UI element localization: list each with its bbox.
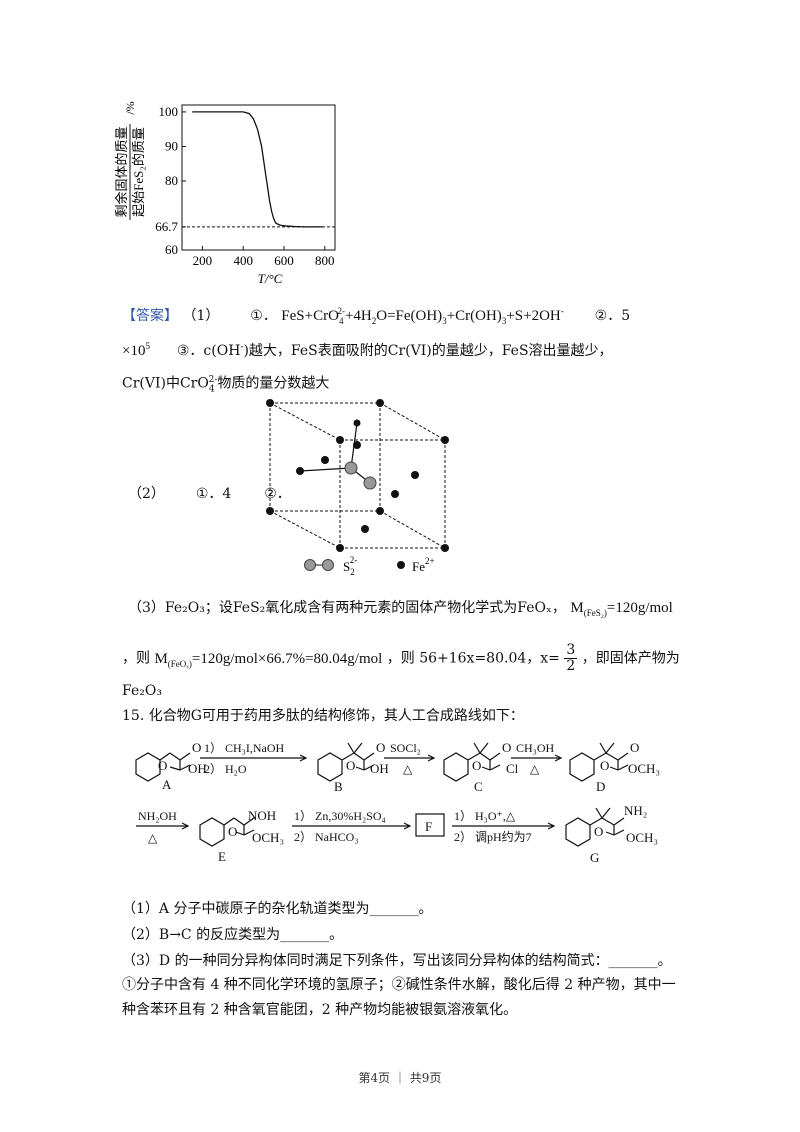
svg-text:O: O [228,824,237,839]
svg-text:△: △ [530,762,540,776]
question-15-part2: （2）B→C 的反应类型为_______。 [122,927,344,943]
svg-text:G: G [590,850,599,865]
svg-text:E: E [218,849,226,864]
chart-frame [181,104,336,251]
svg-text:OCH₃: OCH₃ [628,761,660,776]
question-15-part3-condition-1: ①分子中含有 4 种不同化学环境的氢原子；②碱性条件水解，酸化后得 2 种产物，… [122,977,676,993]
svg-text:B: B [334,779,343,794]
mass-loss-chart: 100 90 80 66.7 60 200 400 600 800 剩余固体的质量 起始FeS₂… [114,101,336,286]
svg-text:O: O [594,824,603,839]
svg-text:O: O [158,758,167,773]
svg-text:O: O [376,740,385,755]
svg-text:SOCl₂: SOCl₂ [390,741,421,755]
answer-part3-line1: （3）Fe₂O₃；设FeS₂氧化成含有两种元素的固体产物化学式为FeOₓ， M(… [128,600,673,618]
svg-text:O: O [346,758,355,773]
svg-text:NH₂OH: NH₂OH [138,809,177,823]
svg-text:O: O [630,740,639,755]
y-tick-label-2: 80 [165,173,178,188]
x-tick-label-0: 200 [193,253,213,268]
svg-text:2） H₂O: 2） H₂O [204,762,247,776]
svg-text:1） Zn,30%H₂SO₄: 1） Zn,30%H₂SO₄ [294,809,386,823]
svg-text:CH₃OH: CH₃OH [516,741,555,755]
svg-text:Cl: Cl [506,761,519,776]
synthesis-route: O O OH A 1） CH₃I,NaOH 2） H₂O O O OH B SO… [135,740,660,865]
answer-tag: 【答案】 [122,308,178,324]
svg-text:1） CH₃I,NaOH: 1） CH₃I,NaOH [204,741,285,755]
question-15-intro: 15. 化合物G可用于药用多肽的结构修饰，其人工合成路线如下： [122,708,524,724]
y-tick-label-4: 60 [165,242,178,257]
svg-text:△: △ [403,762,413,776]
y-tick-label-1: 90 [165,138,178,153]
chart-xlabel: T/°C [258,271,283,286]
svg-text:△: △ [148,831,158,845]
svg-text:OCH₃: OCH₃ [626,830,658,845]
question-15-part3: （3）D 的一种同分异构体同时满足下列条件，写出该同分异构体的结构简式：____… [122,953,672,969]
x-tick-label-1: 400 [233,253,253,268]
x-tick-label-3: 800 [315,253,335,268]
answer-part3-line3: Fe₂O₃ [122,683,162,699]
answer-part1-ii: ②．5 [594,308,631,324]
y-tick-label-0: 100 [159,104,179,119]
answer-line-1: 【答案】 （1） ①． FeS+CrO42-+4H2O=Fe(OH)3+Cr(O… [122,301,630,331]
svg-text:C: C [474,779,483,794]
svg-text:D: D [596,779,605,794]
svg-text:NH₂: NH₂ [624,803,647,818]
svg-text:NOH: NOH [248,808,276,823]
svg-text:OH: OH [188,761,207,776]
crystal-unit-cell: S22- Fe2+ [266,399,449,577]
chart-ylabel-num: 剩余固体的质量 [114,126,129,217]
x-tick-label-2: 600 [274,253,294,268]
answer-part1-ii-exp: ×105 [122,341,150,359]
svg-text:OH: OH [370,761,389,776]
legend-s2: S22- [343,555,357,577]
chart-ylabel: 剩余固体的质量 起始FeS₂的质量 /% [114,101,146,220]
answer-part3-line2: ，则 M(FeOₓ)=120g/mol×66.7%=80.04g/mol ，则 … [122,642,680,674]
svg-text:O: O [600,758,609,773]
svg-text:A: A [162,777,172,792]
question-15-part1: （1）A 分子中碳原子的杂化轨道类型为_______。 [122,901,433,917]
svg-text:2） 调pH约为7: 2） 调pH约为7 [454,829,532,844]
answer-line-3: Cr(VI)中CrO42-物质的量分数越大 [122,375,330,395]
chart-ylabel-den: 起始FeS₂的质量 [131,127,146,217]
svg-text:2） NaHCO₃: 2） NaHCO₃ [294,830,359,844]
svg-text:F: F [425,819,432,834]
legend-fe: Fe2+ [412,556,435,574]
answer-part2-ii: ②． [264,486,291,502]
question-15-part3-condition-2: 种含苯环且有 2 种含氧官能团，2 种产物均能被银氨溶液氧化。 [122,1002,518,1018]
chart-series-line-0 [192,111,323,228]
chart-ylabel-unit: /% [123,101,137,114]
svg-text:1） H₃O⁺,△: 1） H₃O⁺,△ [454,809,516,823]
answer-part1-iii: ③．c(OH-)越大，FeS表面吸附的Cr(VI)的量越少，FeS溶出量越少， [176,342,613,359]
y-tick-label-3: 66.7 [155,219,178,234]
answer-line-2: ×105 ③．c(OH-)越大，FeS表面吸附的Cr(VI)的量越少，FeS溶出… [122,336,613,361]
svg-text:OCH₃: OCH₃ [252,830,284,845]
answer-part1-i: ①． [250,308,277,324]
answer-part1-label: （1） [182,308,220,324]
svg-text:O: O [502,740,511,755]
answer-part2-label: （2） ①．4 ②． [128,486,291,502]
answer-part1-equation: FeS+CrO42-+4H2O=Fe(OH)3+Cr(OH)3+S+2OH- [281,306,564,326]
page-footer: 第4页 ｜ 共9页 [358,1071,442,1085]
svg-text:O: O [192,740,201,755]
answer-part2-i: ①．4 [195,486,232,502]
svg-text:O: O [472,758,481,773]
